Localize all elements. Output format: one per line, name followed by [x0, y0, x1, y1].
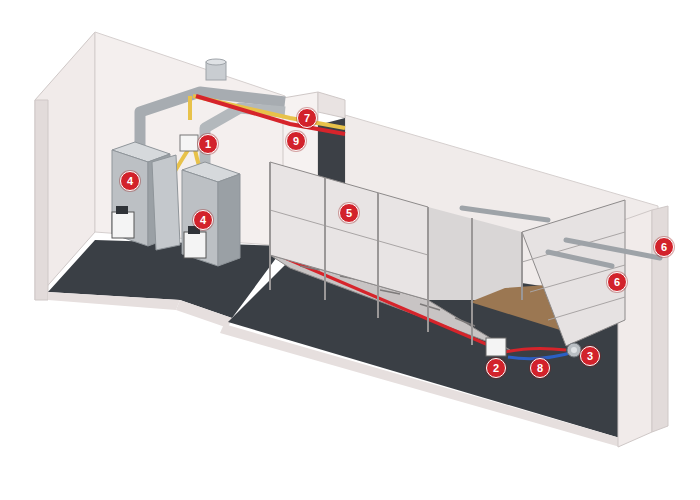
boilers — [112, 135, 240, 266]
callout-number: 7 — [304, 113, 310, 124]
boiler-side — [218, 174, 240, 266]
red-cable — [196, 96, 345, 134]
floor-edge — [48, 292, 180, 310]
silo-front-panel — [270, 162, 428, 300]
posts — [270, 162, 522, 345]
callout-number: 9 — [293, 136, 299, 147]
chimney-top — [206, 59, 226, 65]
callout-number: 8 — [537, 363, 543, 374]
boiler-front — [112, 150, 148, 246]
callout-circle: 6 — [654, 237, 674, 257]
left-wall-edge — [35, 100, 48, 300]
callout-number: 5 — [346, 208, 352, 219]
callout-circle: 2 — [486, 358, 506, 378]
gear-hub — [571, 347, 577, 353]
callout-circle: 5 — [339, 203, 359, 223]
callout-circle: 1 — [198, 134, 218, 154]
callout-number: 4 — [200, 215, 206, 226]
silo-interior — [428, 207, 522, 300]
flue-pipe — [205, 108, 285, 165]
callout-circle: 4 — [193, 210, 213, 230]
fill-pipes — [462, 208, 660, 266]
callout-circle: 8 — [530, 358, 550, 378]
boiler-front — [182, 170, 218, 266]
callout-number: 1 — [205, 139, 211, 150]
burner-box — [184, 232, 206, 258]
callout-number: 3 — [587, 351, 593, 362]
floor-step — [176, 300, 232, 328]
burner-motor — [116, 206, 128, 214]
feed-unit — [152, 155, 180, 250]
callout-circle: 9 — [286, 131, 306, 151]
callout-circle: 6 — [607, 272, 627, 292]
callout-number: 2 — [493, 363, 499, 374]
callout-number: 4 — [127, 176, 133, 187]
callout-number: 6 — [661, 242, 667, 253]
storage-floor-edge — [220, 324, 620, 447]
callout-number: 6 — [614, 277, 620, 288]
drive-motor — [486, 338, 506, 356]
red-pipe — [505, 348, 566, 352]
callout-circle: 3 — [580, 346, 600, 366]
panel-seam — [548, 297, 625, 320]
building-shell — [35, 32, 668, 447]
gear-motor — [567, 343, 581, 357]
silo-side-panel — [522, 200, 625, 346]
partition-top — [318, 92, 345, 118]
callout-circle: 7 — [297, 108, 317, 128]
burner-box — [112, 212, 134, 238]
storage-silo — [270, 162, 660, 350]
callout-circle: 4 — [120, 171, 140, 191]
drive-units — [486, 338, 581, 359]
control-box — [180, 135, 198, 151]
